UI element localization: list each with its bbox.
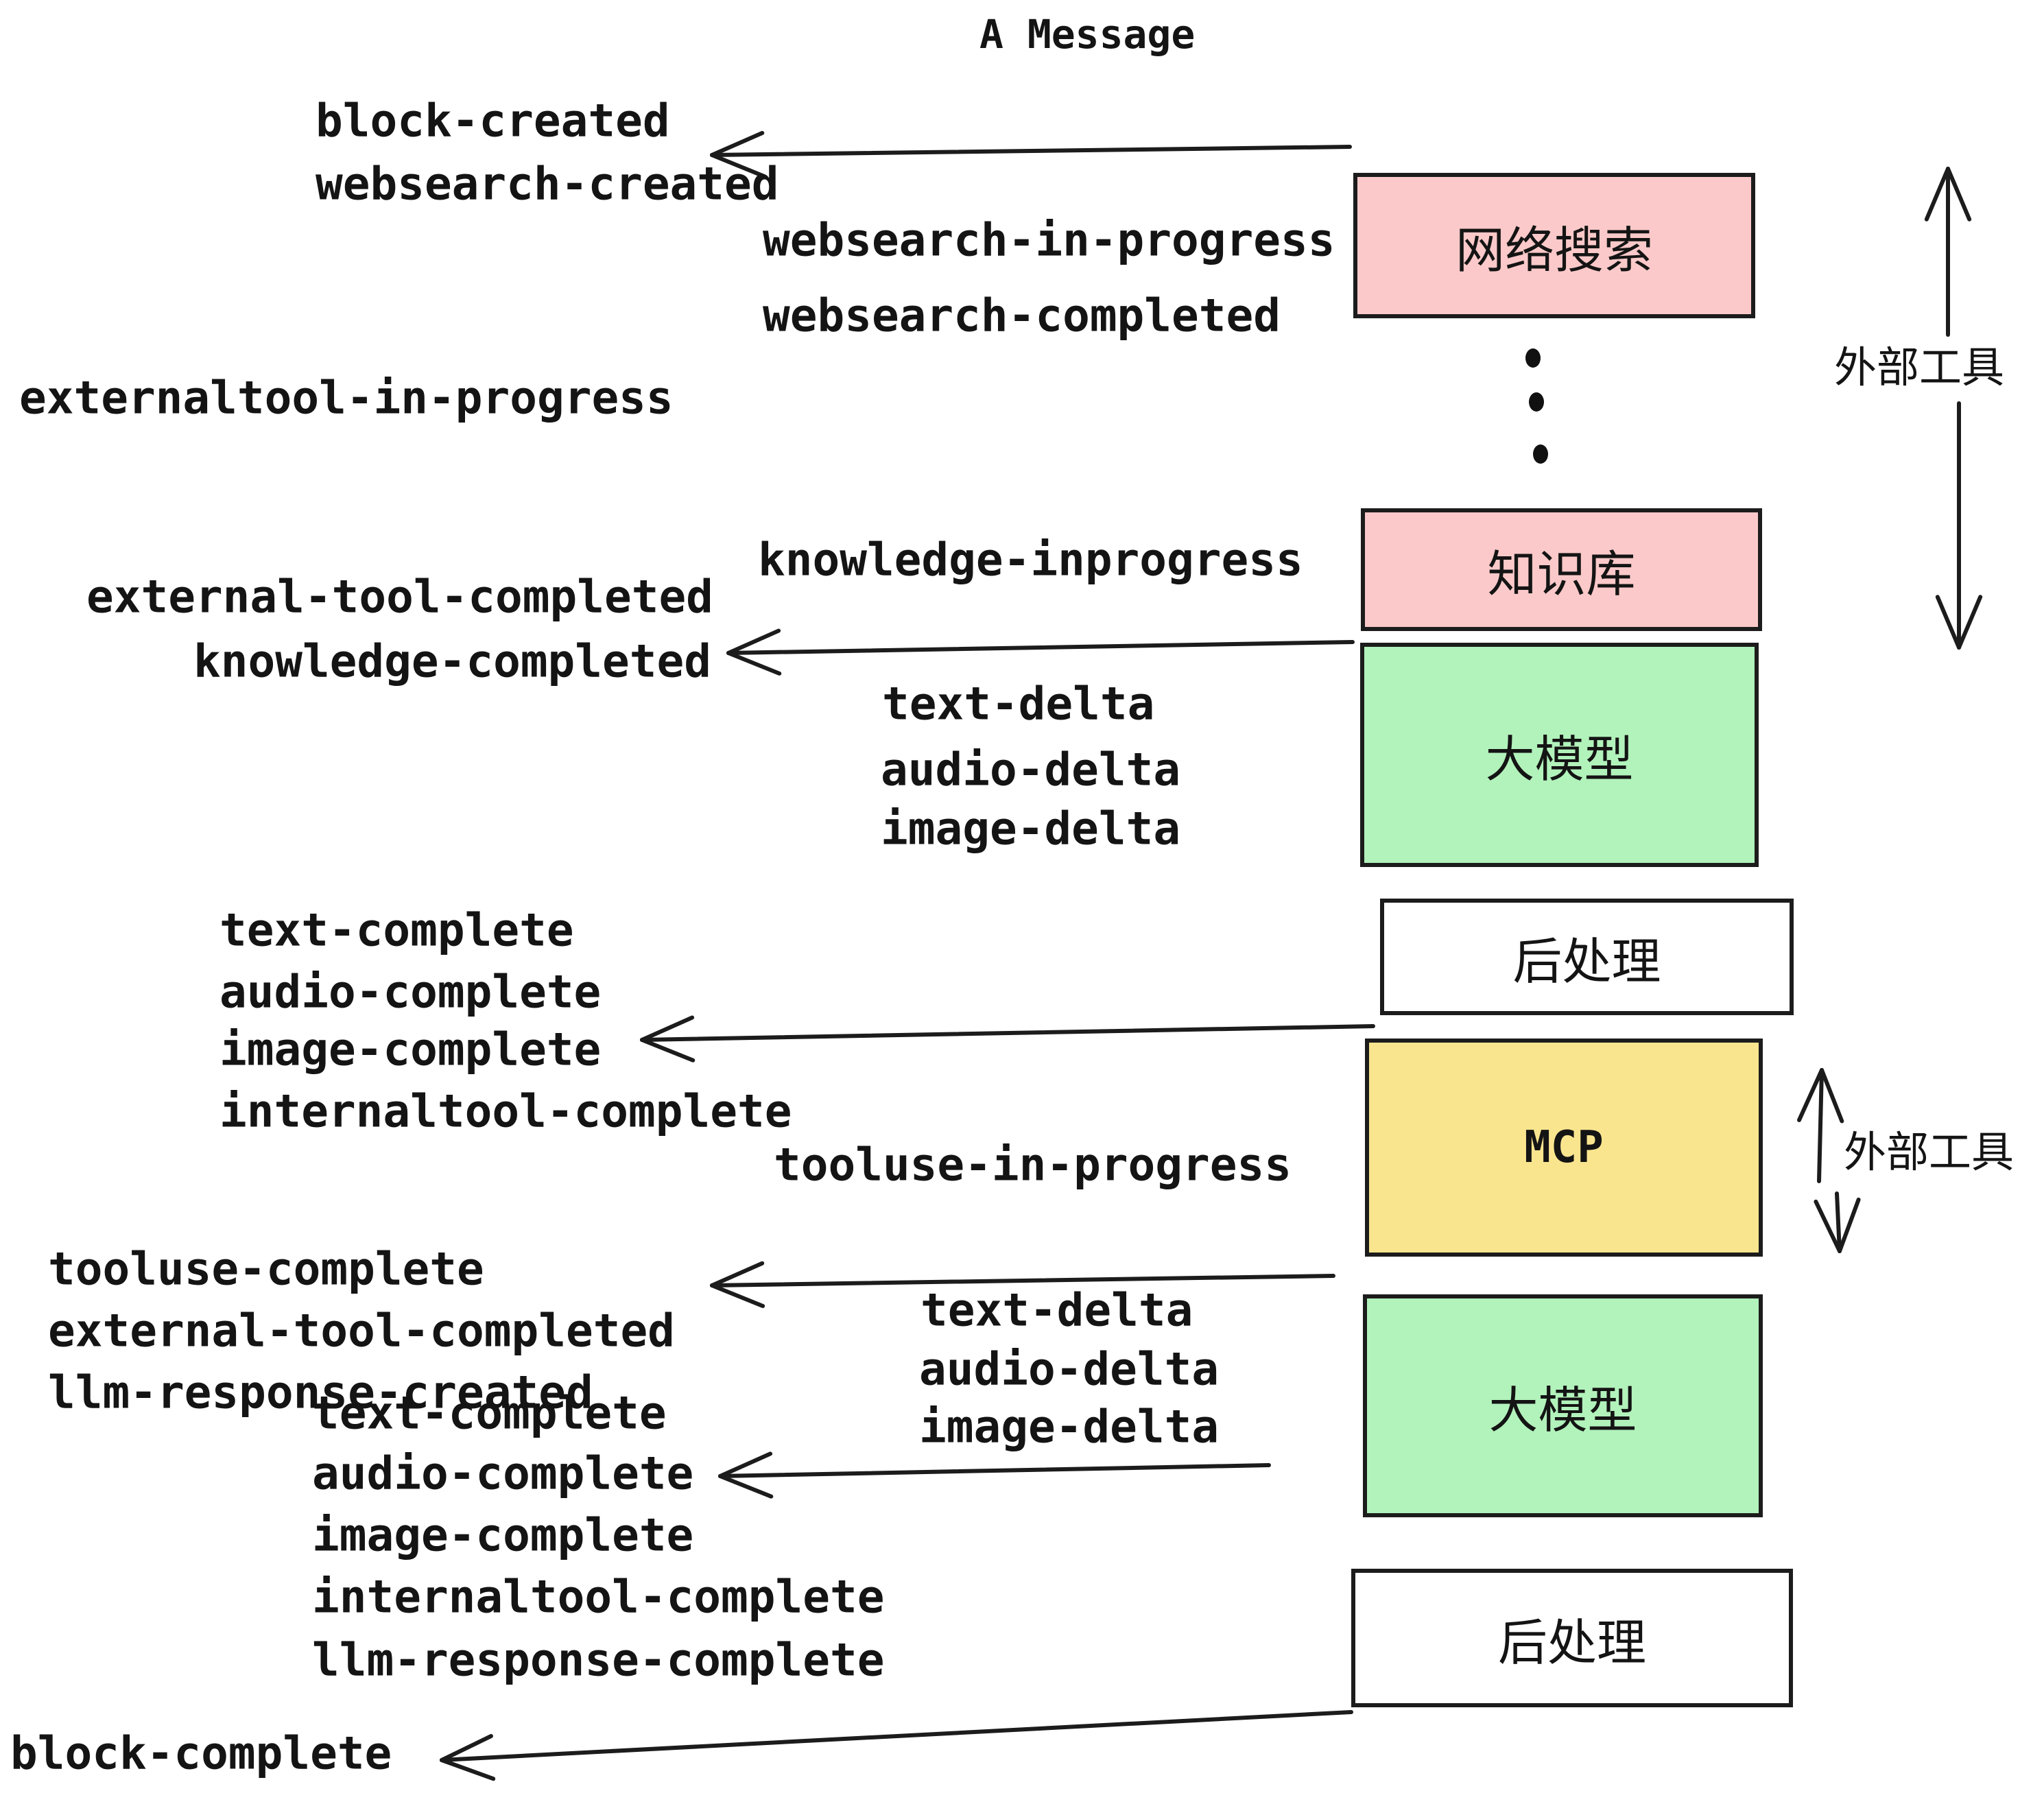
event-label-audio-complete-1: audio-complete (219, 965, 602, 1019)
event-label-websearch-created: websearch-created (316, 157, 779, 211)
vertical-ellipsis-dot-3 (1533, 444, 1548, 464)
box-label-llm-2: 大模型 (1488, 1384, 1637, 1438)
box-llm-1: 大模型 (1360, 643, 1759, 867)
event-label-image-complete-1: image-complete (219, 1023, 602, 1076)
vertical-ellipsis-dot-1 (1525, 348, 1541, 368)
vertical-ellipsis-dot-2 (1529, 392, 1544, 412)
box-label-postprocess-1: 后处理 (1512, 934, 1661, 990)
event-label-text-delta-1: text-delta (882, 677, 1155, 731)
event-label-tooluse-in-progress: tooluse-in-progress (774, 1138, 1292, 1191)
box-label-knowledge: 知识库 (1487, 547, 1636, 602)
box-postprocess-1: 后处理 (1380, 899, 1794, 1015)
event-label-audio-complete-2: audio-complete (312, 1447, 694, 1500)
box-knowledge: 知识库 (1361, 508, 1762, 631)
arrow-to-knowledge-completed (726, 628, 1355, 676)
arrow-to-audio-complete (718, 1451, 1271, 1499)
arrow-to-tooluse-complete (710, 1261, 1335, 1309)
page-title: A Message (979, 11, 1196, 58)
arrow-external-tools-up-2 (1797, 1068, 1844, 1183)
box-postprocess-2: 后处理 (1351, 1569, 1793, 1707)
event-label-text-complete-2: text-complete (312, 1386, 667, 1440)
box-mcp: MCP (1365, 1039, 1763, 1257)
event-label-internaltool-complete-2: internaltool-complete (312, 1570, 885, 1624)
arrow-to-image-complete (640, 1015, 1375, 1063)
event-label-audio-delta-1: audio-delta (881, 743, 1181, 796)
event-label-llm-response-created: llm-response-created (48, 1366, 593, 1419)
box-label-mcp: MCP (1524, 1122, 1604, 1173)
event-label-external-tool-completed-2: external-tool-completed (48, 1304, 675, 1357)
event-label-external-tool-completed-1: external-tool-completed (86, 570, 713, 624)
event-label-websearch-completed: websearch-completed (763, 289, 1281, 342)
event-label-websearch-in-progress: websearch-in-progress (763, 213, 1335, 267)
event-label-block-created: block-created (316, 94, 670, 147)
arrow-external-tools-up-1 (1924, 167, 1972, 337)
arrow-external-tools-down-1 (1935, 401, 1983, 650)
box-llm-2: 大模型 (1363, 1294, 1763, 1517)
event-label-tooluse-complete: tooluse-complete (48, 1242, 484, 1296)
event-label-internaltool-complete-1: internaltool-complete (219, 1084, 792, 1138)
event-label-image-complete-2: image-complete (312, 1508, 694, 1562)
event-label-audio-delta-2: audio-delta (919, 1342, 1220, 1396)
event-label-knowledge-inprogress: knowledge-inprogress (758, 533, 1303, 586)
box-label-llm-1: 大模型 (1485, 733, 1634, 787)
event-label-block-complete: block-complete (10, 1726, 392, 1780)
arrow-to-block-complete (440, 1710, 1353, 1781)
event-label-knowledge-completed: knowledge-completed (193, 634, 711, 688)
box-label-websearch: 网络搜索 (1455, 223, 1653, 278)
event-label-llm-response-complete: llm-response-complete (312, 1633, 885, 1687)
box-label-postprocess-2: 后处理 (1497, 1615, 1646, 1671)
event-label-image-delta-2: image-delta (919, 1400, 1220, 1453)
side-label-external-tools-2: 外部工具 (1844, 1129, 2015, 1176)
event-label-text-complete-1: text-complete (219, 903, 574, 957)
arrow-to-block-created (710, 130, 1352, 178)
arrow-external-tools-down-2 (1814, 1191, 1861, 1253)
event-label-image-delta-1: image-delta (881, 802, 1181, 855)
event-label-externaltool-in-progress: externaltool-in-progress (19, 371, 674, 425)
side-label-external-tools-1: 外部工具 (1834, 344, 2005, 392)
box-websearch: 网络搜索 (1353, 173, 1755, 318)
event-label-text-delta-2: text-delta (920, 1283, 1193, 1337)
